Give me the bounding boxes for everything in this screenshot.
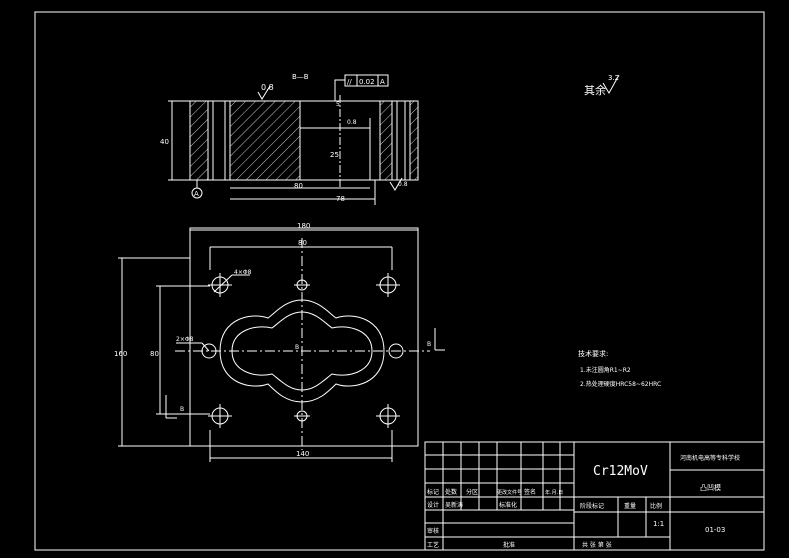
hole-mid-left	[201, 343, 217, 359]
hole-callout-top: 4×Φ8	[234, 269, 252, 276]
stage-header-2: 比例	[650, 502, 662, 510]
overall-height-dim: 160	[114, 350, 127, 358]
check-label: 审核	[427, 527, 439, 535]
process-label: 工艺	[427, 541, 439, 549]
hole-bottom-center	[294, 410, 310, 422]
depth-dim: 5	[336, 101, 340, 108]
rev-header-1: 处数	[445, 488, 457, 496]
stage-header-0: 阶段标记	[580, 502, 604, 510]
section-hatch-left	[189, 100, 301, 181]
width-dim-1: 80	[294, 182, 303, 190]
inner-height-dim: 25	[330, 151, 339, 159]
rev-header-4: 签名	[524, 488, 536, 496]
standardization-label: 标准化	[499, 501, 517, 509]
design-label: 设计	[427, 501, 439, 509]
roughness-left: 0.8	[261, 83, 274, 92]
section-mark-left: B	[180, 406, 184, 413]
hole-bottom-right	[376, 404, 400, 428]
parallelism-symbol: //	[347, 78, 352, 86]
roughness-symbol-icon	[602, 74, 620, 94]
rev-header-0: 标记	[427, 488, 439, 496]
scale-value: 1:1	[653, 520, 664, 528]
tolerance-frame: // 0.02 A	[334, 74, 389, 101]
title-block: Cr12MoV 河南机电高等专科学校 凸凹模 01-03 1:1 标记 处数 分…	[424, 441, 765, 551]
die-opening-inner	[231, 311, 373, 391]
tolerance-value: 0.02	[359, 78, 375, 86]
tech-req-title: 技术要求:	[578, 349, 608, 358]
hole-bottom-left	[208, 404, 232, 428]
hole-mid-right	[388, 343, 404, 359]
hole-top-center	[294, 279, 310, 291]
rev-header-3: 更改文件号	[497, 489, 522, 496]
part-name: 凸凹模	[700, 483, 721, 492]
plate-outline	[189, 227, 419, 447]
hole-spacing-vertical: 80	[150, 350, 159, 358]
section-mark-right: B	[427, 341, 431, 348]
hole-top-right	[376, 273, 400, 297]
hole-callout-side: 2×Φ8	[176, 336, 194, 343]
die-opening-outer	[219, 299, 385, 403]
roughness-right: 0.8	[398, 181, 408, 188]
roughness-note-value: 3.2	[608, 74, 619, 82]
hole-top-left	[208, 273, 232, 297]
rev-header-5: 年.月.日	[545, 489, 563, 496]
hole-spacing-bottom: 140	[296, 450, 309, 458]
tech-req-item-1: 1.未注圆角R1~R2	[580, 366, 631, 374]
sheet-count: 共 张 第 张	[582, 541, 612, 549]
stage-header-1: 重量	[624, 502, 636, 510]
center-label: B	[295, 344, 299, 351]
designer-name: 吴新涛	[445, 501, 463, 509]
material-text: Cr12MoV	[593, 464, 648, 479]
overall-width-dim: 180	[297, 222, 310, 230]
width-dim-2: 78	[336, 195, 345, 203]
rev-header-2: 分区	[466, 488, 478, 496]
plan-view: 180 80 140 160 80	[114, 222, 445, 462]
drawing-border	[34, 11, 765, 551]
height-dim: 40	[160, 138, 169, 146]
roughness-small-note: 0.8	[347, 119, 357, 126]
roughness-note-prefix: 其余	[584, 83, 606, 97]
school-name: 河南机电高等专科学校	[680, 454, 740, 462]
tolerance-datum: A	[380, 78, 385, 86]
approve-label: 批准	[503, 541, 515, 549]
tech-req-item-2: 2.热处理硬度HRC58~62HRC	[580, 380, 661, 388]
drawing-number: 01-03	[705, 526, 725, 534]
datum-a-label: A	[194, 190, 199, 198]
section-view: 40 25 0.8 5 0.8 0.8 80 78 A	[160, 83, 419, 205]
section-label: B—B	[292, 73, 309, 81]
